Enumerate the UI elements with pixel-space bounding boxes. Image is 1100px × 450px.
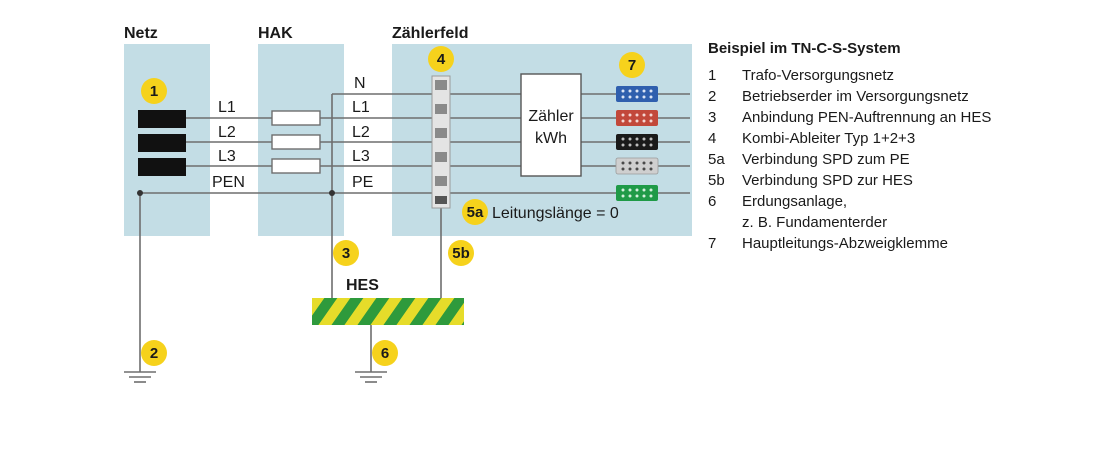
legend-item-number: 3 bbox=[708, 109, 717, 126]
netz-block-l1 bbox=[138, 110, 186, 128]
terminal-green bbox=[616, 185, 658, 201]
legend-item-text: Kombi-Ableiter Typ 1+2+3 bbox=[742, 130, 916, 147]
legend-title: Beispiel im TN-C-S-System bbox=[708, 40, 901, 57]
badge-5b: 5b bbox=[448, 240, 474, 266]
label-right-l2: L2 bbox=[352, 124, 370, 141]
legend-item-number: 5a bbox=[708, 151, 725, 168]
badge-1: 1 bbox=[141, 78, 167, 104]
badge-2: 2 bbox=[141, 340, 167, 366]
meter-unit: kWh bbox=[535, 130, 567, 147]
legend-item-text: Anbindung PEN-Auftrennung an HES bbox=[742, 109, 992, 126]
legend-item: z. B. Fundamenterder bbox=[708, 212, 1088, 233]
legend-item: 3 Anbindung PEN-Auftrennung an HES bbox=[708, 107, 1088, 128]
legend-item-text: z. B. Fundamenterder bbox=[742, 214, 888, 231]
legend-item: 5b Verbindung SPD zur HES bbox=[708, 170, 1088, 191]
legend-item-text: Hauptleitungs-Abzweigklemme bbox=[742, 235, 948, 252]
svg-text:5b: 5b bbox=[452, 245, 470, 262]
label-left-l3: L3 bbox=[218, 148, 236, 165]
terminal-black bbox=[616, 134, 658, 150]
legend-item-number: 2 bbox=[708, 88, 717, 105]
earth-icon-netz bbox=[124, 371, 156, 383]
legend-item: 5a Verbindung SPD zum PE bbox=[708, 149, 1088, 170]
legend-item-text: Erdungsanlage, bbox=[742, 193, 848, 210]
badge-3: 3 bbox=[333, 240, 359, 266]
label-left-l1: L1 bbox=[218, 99, 236, 116]
junction-pen-split bbox=[329, 190, 335, 196]
spd-module bbox=[431, 75, 451, 209]
legend-item-number: 5b bbox=[708, 172, 725, 189]
legend-item-number: 7 bbox=[708, 235, 717, 252]
cable-length-note: Leitungslänge = 0 bbox=[492, 205, 619, 222]
legend-item-text: Verbindung SPD zur HES bbox=[742, 172, 913, 189]
meter-label: Zähler bbox=[528, 108, 574, 125]
legend-item-number: 4 bbox=[708, 130, 717, 147]
hes-bar bbox=[312, 298, 464, 325]
svg-text:1: 1 bbox=[150, 83, 158, 100]
earth-icon-hes bbox=[355, 371, 387, 383]
zaehlerfeld-header: Zählerfeld bbox=[392, 25, 468, 42]
svg-text:5a: 5a bbox=[467, 204, 484, 221]
legend-item-number: 6 bbox=[708, 193, 717, 210]
label-right-pe: PE bbox=[352, 174, 373, 191]
svg-text:3: 3 bbox=[342, 245, 350, 262]
netz-header: Netz bbox=[124, 25, 158, 42]
label-right-l1: L1 bbox=[352, 99, 370, 116]
svg-text:4: 4 bbox=[437, 51, 446, 68]
badge-4: 4 bbox=[428, 46, 454, 72]
junction-netz bbox=[137, 190, 143, 196]
terminal-red bbox=[616, 110, 658, 126]
legend-item-text: Trafo-Versorgungsnetz bbox=[742, 67, 895, 84]
legend-item: 2 Betriebserder im Versorgungsnetz bbox=[708, 86, 1088, 107]
hak-fuse-l1 bbox=[271, 110, 321, 126]
meter-box bbox=[520, 73, 582, 177]
hes-label: HES bbox=[346, 277, 379, 294]
legend-list: 1 Trafo-Versorgungsnetz 2 Betriebserder im… bbox=[708, 65, 1088, 254]
legend: Beispiel im TN-C-S-System 1 Trafo-Versorg… bbox=[708, 40, 1088, 254]
legend-item-text: Verbindung SPD zum PE bbox=[742, 151, 910, 168]
legend-item: 4 Kombi-Ableiter Typ 1+2+3 bbox=[708, 128, 1088, 149]
svg-text:6: 6 bbox=[381, 345, 389, 362]
hak-fuse-l2 bbox=[271, 134, 321, 150]
badge-6: 6 bbox=[372, 340, 398, 366]
label-right-n: N bbox=[354, 75, 366, 92]
svg-text:2: 2 bbox=[150, 345, 158, 362]
legend-item-number bbox=[708, 212, 742, 233]
badge-5a: 5a bbox=[462, 199, 488, 225]
legend-item-number: 1 bbox=[708, 67, 717, 84]
netz-block-l3 bbox=[138, 158, 186, 176]
hak-header: HAK bbox=[258, 25, 293, 42]
legend-item: 7 Hauptleitungs-Abzweigklemme bbox=[708, 233, 1088, 254]
label-left-l2: L2 bbox=[218, 124, 236, 141]
legend-item-text: Betriebserder im Versorgungsnetz bbox=[742, 88, 969, 105]
label-right-l3: L3 bbox=[352, 148, 370, 165]
label-left-pen: PEN bbox=[212, 174, 245, 191]
hak-fuse-l3 bbox=[271, 158, 321, 174]
legend-item: 6 Erdungsanlage, bbox=[708, 191, 1088, 212]
terminal-grey bbox=[615, 157, 659, 175]
svg-text:7: 7 bbox=[628, 57, 636, 74]
netz-block-l2 bbox=[138, 134, 186, 152]
legend-item: 1 Trafo-Versorgungsnetz bbox=[708, 65, 1088, 86]
terminal-blue bbox=[616, 86, 658, 102]
badge-7: 7 bbox=[619, 52, 645, 78]
